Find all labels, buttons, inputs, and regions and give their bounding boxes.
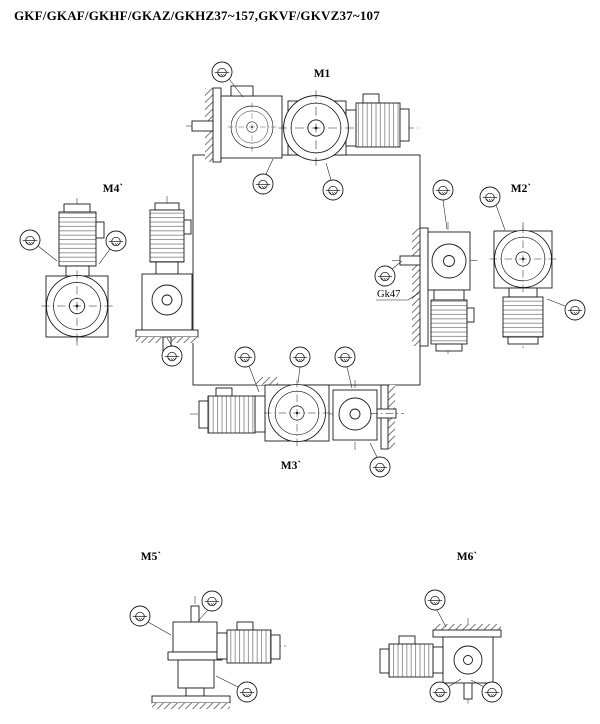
motor-adapter bbox=[432, 646, 444, 674]
oil-level-indicator-icon bbox=[424, 589, 446, 611]
motor-body bbox=[502, 296, 544, 338]
oil-level-indicator-icon bbox=[105, 230, 127, 252]
motor-adapter bbox=[433, 289, 465, 301]
motor-adapter bbox=[254, 395, 266, 433]
ceiling-hatch bbox=[433, 624, 501, 630]
oil-level-indicator-icon bbox=[374, 265, 396, 287]
oil-level-indicator-icon bbox=[334, 346, 356, 368]
motor-body bbox=[388, 643, 434, 678]
oil-indicators bbox=[19, 61, 586, 703]
fan-cover bbox=[399, 108, 410, 142]
motor-body bbox=[226, 629, 272, 664]
terminal-box bbox=[362, 93, 380, 104]
motor-body bbox=[355, 102, 401, 148]
oil-level-indicator-icon bbox=[252, 173, 274, 195]
terminal-box bbox=[236, 621, 254, 631]
oil-level-indicator-icon bbox=[129, 605, 151, 627]
terminal-box bbox=[95, 221, 105, 239]
fan-cover bbox=[154, 202, 180, 211]
gearmotor-unit-m3-a bbox=[190, 377, 340, 447]
label-m2: M2` bbox=[511, 183, 532, 195]
fan-cover bbox=[435, 343, 463, 352]
oil-level-indicator-icon bbox=[479, 186, 501, 208]
fan-cover bbox=[198, 400, 209, 429]
label-m4: M4` bbox=[103, 183, 124, 195]
gearmotor-unit-m2-b bbox=[489, 222, 557, 348]
support-foot bbox=[185, 687, 205, 697]
oil-level-indicator-icon bbox=[236, 681, 258, 703]
output-shaft bbox=[463, 682, 473, 700]
output-shaft bbox=[191, 120, 214, 132]
terminal-box bbox=[230, 85, 254, 97]
base-plate bbox=[151, 695, 231, 704]
label-m1: M1 bbox=[314, 68, 331, 80]
output-shaft bbox=[399, 255, 421, 266]
oil-level-indicator-icon bbox=[322, 179, 344, 201]
gearmotor-unit-m6 bbox=[379, 618, 502, 706]
oil-level-indicator-icon bbox=[19, 229, 41, 251]
oil-level-indicator-icon bbox=[481, 681, 503, 703]
motor-body bbox=[58, 211, 97, 267]
gearmotor-unit-m2-a bbox=[392, 222, 480, 356]
oil-level-indicator-icon bbox=[432, 179, 454, 201]
oil-level-indicator-icon bbox=[161, 345, 183, 367]
motor-body bbox=[149, 209, 185, 263]
oil-level-indicator-icon bbox=[369, 456, 391, 478]
gearmotor-unit-top-left bbox=[186, 85, 292, 163]
mounting-plate bbox=[432, 629, 502, 638]
gearbox-housing bbox=[172, 621, 218, 653]
fan-cover bbox=[63, 203, 91, 213]
motor-adapter bbox=[65, 265, 90, 277]
mounting-plate bbox=[419, 227, 429, 347]
terminal-box bbox=[466, 307, 475, 323]
oil-level-indicator-icon bbox=[201, 590, 223, 612]
label-m3: M3` bbox=[281, 460, 302, 472]
gearmotor-unit-m4-b bbox=[135, 196, 199, 358]
label-m5: M5` bbox=[141, 551, 162, 563]
label-gk47: Gk47 bbox=[377, 289, 400, 300]
oil-level-indicator-icon bbox=[234, 346, 256, 368]
gearmotor-unit-m5 bbox=[151, 596, 286, 709]
gearbox-lower-housing bbox=[177, 659, 215, 689]
fan-cover bbox=[270, 634, 281, 660]
gearmotor-unit-m1 bbox=[277, 89, 418, 167]
motor-adapter bbox=[155, 261, 179, 275]
oil-level-indicator-icon bbox=[211, 61, 233, 83]
fan-cover bbox=[379, 648, 390, 674]
wall-hatch bbox=[256, 377, 278, 385]
terminal-box bbox=[398, 635, 416, 645]
oil-level-indicator-icon bbox=[564, 299, 586, 321]
terminal-box bbox=[215, 387, 233, 397]
gk47-leader bbox=[407, 292, 420, 301]
gearmotor-unit-m4-a bbox=[40, 198, 114, 348]
label-m6: M6` bbox=[457, 551, 478, 563]
fan-cover bbox=[507, 336, 539, 345]
leader-lines bbox=[37, 78, 566, 688]
mounting-plate bbox=[135, 329, 199, 338]
page-title: GKF/GKAF/GKHF/GKAZ/GKHZ37~157,GKVF/GKVZ3… bbox=[14, 8, 380, 23]
motor-body bbox=[207, 395, 256, 434]
output-shaft bbox=[190, 605, 200, 623]
wall-hatch bbox=[412, 228, 420, 346]
oil-level-indicator-icon bbox=[429, 681, 451, 703]
mounting-plate bbox=[212, 87, 222, 163]
floor-hatch bbox=[152, 703, 230, 709]
motor-adapter bbox=[216, 632, 228, 660]
motor-body bbox=[430, 299, 468, 345]
flange-collar bbox=[167, 651, 223, 661]
gearmotor-unit-m3-b bbox=[332, 380, 404, 450]
oil-level-indicator-icon bbox=[289, 346, 311, 368]
terminal-box bbox=[183, 219, 192, 235]
